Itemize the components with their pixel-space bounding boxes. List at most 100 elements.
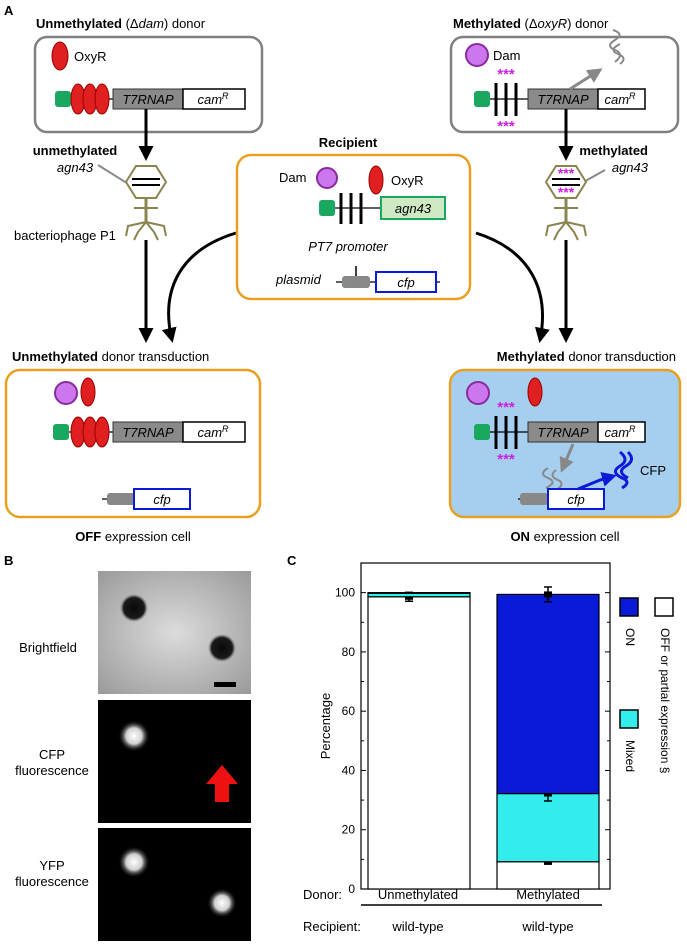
unmethylated-donor-cell <box>33 35 264 134</box>
y-axis-label: Percentage <box>318 693 333 760</box>
cfp-gene-label: cfp <box>567 492 584 507</box>
agn43-label: agn43 <box>612 160 649 175</box>
camr-label: camR <box>604 424 636 440</box>
fluorescent-colony <box>207 888 237 918</box>
bacteriophage-label: bacteriophage P1 <box>14 228 116 243</box>
promoter-block <box>474 424 490 440</box>
plasmid-label: plasmid <box>275 272 322 287</box>
phage-p1-unmethylated <box>124 165 168 241</box>
pt7-promoter <box>520 493 548 505</box>
svg-text:***: *** <box>558 165 575 181</box>
bar-segment <box>496 861 600 890</box>
on-expression-cell <box>448 368 682 519</box>
dam-protein <box>466 381 490 405</box>
table-cell: Unmethylated <box>378 887 458 902</box>
agn43-label: agn43 <box>57 160 94 175</box>
bar-segment <box>496 792 600 863</box>
brightfield-image <box>98 571 251 694</box>
unmethylated-donor-title: Unmethylated (Δdam) donor <box>36 16 206 31</box>
y-tick-label: 80 <box>342 645 356 659</box>
t7rnap-label: T7RNAP <box>122 92 174 107</box>
t7rnap-label: T7RNAP <box>537 92 589 107</box>
off-cell-caption: OFF expression cell <box>75 529 191 544</box>
methylated-donor-title: Methylated (ΔoxyR) donor <box>453 16 609 31</box>
oxyr-protein <box>368 165 384 195</box>
dam-label: Dam <box>493 48 520 63</box>
table-row-label: Donor: <box>303 887 342 902</box>
pt7-promoter-label: PT7 promoter <box>308 239 388 254</box>
cfp-gene-label: cfp <box>397 275 414 290</box>
y-tick-label: 0 <box>348 882 355 896</box>
y-tick-label: 20 <box>342 823 356 837</box>
oxyr-protein <box>51 41 69 71</box>
phage-p1-methylated: *** *** <box>544 165 588 241</box>
agn43-gene <box>380 196 446 220</box>
legend-swatch <box>654 597 674 617</box>
unmethylated-phage-label: unmethylated <box>33 143 118 158</box>
legend-label: Mixed <box>623 740 637 772</box>
oxyr-protein <box>527 377 543 407</box>
legend-swatch <box>619 597 639 617</box>
scale-bar <box>214 682 236 687</box>
oxyr-label: OxyR <box>74 49 107 64</box>
unmethylated-transduction-title: Unmethylated donor transduction <box>12 349 209 364</box>
oxyr-bound <box>94 83 110 115</box>
camr-gene <box>182 421 246 443</box>
promoter-block <box>474 91 490 107</box>
cfp-protein-label: CFP <box>640 463 666 478</box>
pt7-promoter <box>342 276 370 288</box>
promoter-block <box>53 424 69 440</box>
recipient-title: Recipient <box>319 135 378 150</box>
t7rnap-label: T7RNAP <box>122 425 174 440</box>
camr-gene <box>597 421 646 443</box>
pt7-promoter <box>107 493 135 505</box>
mean-marker <box>544 591 552 598</box>
dam-protein <box>316 167 338 189</box>
recipient-cell <box>235 153 472 301</box>
legend-swatch <box>619 709 639 729</box>
dam-protein <box>54 381 78 405</box>
camr-label: camR <box>197 91 229 107</box>
promoter-block <box>55 91 71 107</box>
camr-label: camR <box>604 91 636 107</box>
cfp-gene-label: cfp <box>153 492 170 507</box>
off-expression-cell <box>4 368 262 519</box>
camr-gene <box>182 88 246 110</box>
methylation-stars: *** <box>497 451 515 468</box>
methylated-transduction-title: Methylated donor transduction <box>497 349 676 364</box>
table-cell: wild-type <box>521 919 573 934</box>
bar-segment <box>496 593 600 795</box>
methylation-stars: *** <box>497 399 515 416</box>
svg-text:***: *** <box>558 184 575 200</box>
agn43-gene-label: agn43 <box>395 201 432 216</box>
cfp-gene <box>375 271 437 293</box>
y-tick-label: 100 <box>335 586 355 600</box>
colony <box>208 634 236 662</box>
methylation-stars: *** <box>497 118 515 135</box>
table-cell: wild-type <box>391 919 443 934</box>
fluorescent-colony <box>118 720 150 752</box>
methylated-phage-label: methylated <box>579 143 648 158</box>
cfp-gene <box>547 488 605 510</box>
dam-label: Dam <box>279 170 306 185</box>
oxyr-label: OxyR <box>391 173 424 188</box>
table-row-label: Recipient: <box>303 919 361 934</box>
promoter-block <box>319 200 335 216</box>
yfp-fluorescence-image <box>98 828 251 941</box>
y-tick-label: 40 <box>342 763 356 777</box>
colony <box>120 594 148 622</box>
dam-protein <box>465 43 489 67</box>
t7rnap-label: T7RNAP <box>537 425 589 440</box>
oxyr-protein <box>80 377 96 407</box>
panel-letter-b: B <box>4 553 13 568</box>
red-arrow-icon <box>206 765 238 802</box>
oxyr-bound <box>94 416 110 448</box>
camr-label: camR <box>197 424 229 440</box>
cfp-fluorescence-image <box>98 700 251 823</box>
y-tick-label: 60 <box>342 704 356 718</box>
brightfield-label: Brightfield <box>19 640 77 655</box>
table-cell: Methylated <box>516 887 580 902</box>
